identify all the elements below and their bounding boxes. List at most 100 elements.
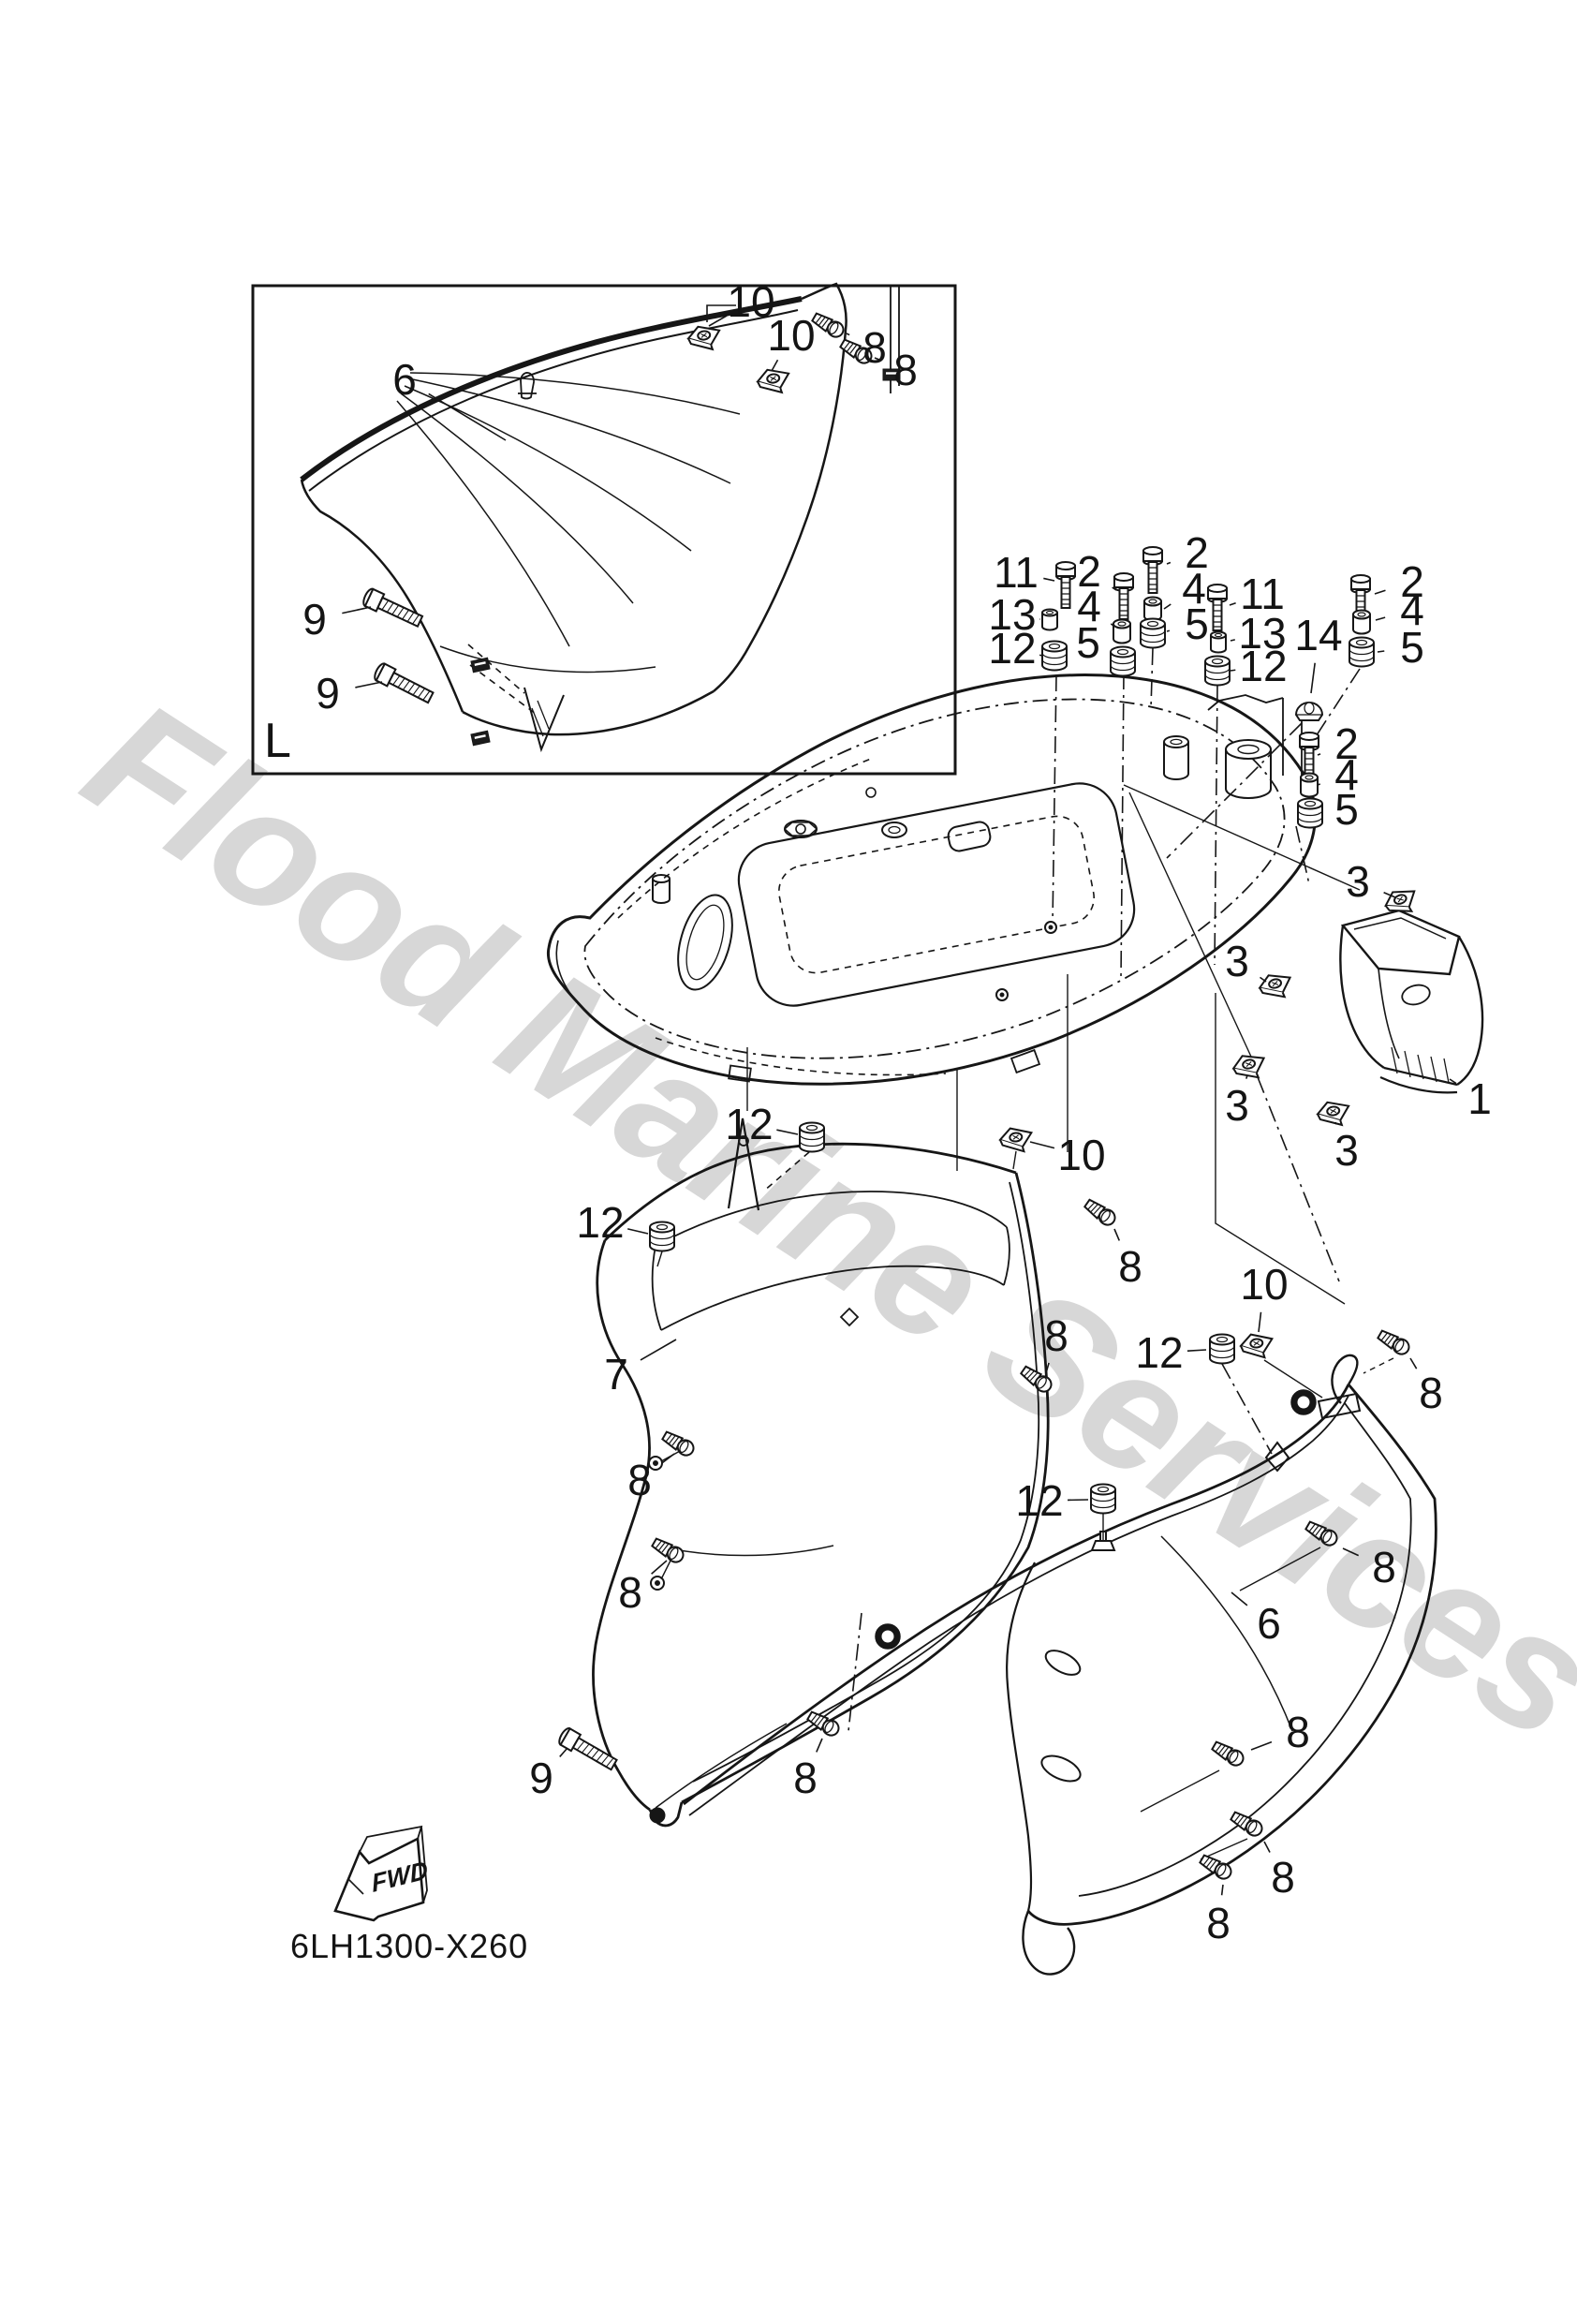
fwd-arrow-label: FWD [370,1855,429,1898]
clip-nut-icon [1256,970,1295,1003]
callout-label: 5 [1400,623,1424,672]
callout-leader [1449,1078,1457,1085]
bolt-icon [1207,584,1228,631]
callout-leader [1220,1884,1224,1896]
clip-nut-icon [1230,1050,1269,1084]
assembly-center-lines [1052,647,1361,980]
bolt-icon [1113,572,1134,620]
callout-label: 8 [1419,1369,1443,1417]
screw-icon [1082,1195,1119,1229]
callout-label: 10 [1057,1131,1105,1179]
callout-leader [1229,601,1236,606]
callout-leader [1375,616,1386,621]
callout-label: 4 [1400,585,1424,634]
callout-label: 10 [767,311,815,360]
collar-icon [1352,609,1371,635]
latch-icon [469,730,492,747]
collar-icon [1143,596,1162,622]
callout-label: 4 [1077,582,1101,630]
callout-leader [816,1738,823,1753]
projection-lines [656,974,1346,1541]
callout-leader [651,1560,668,1575]
inset-box [251,284,957,776]
callout-label: 3 [1346,857,1370,906]
callout-label: 12 [1135,1328,1183,1377]
callout-leader [1166,561,1172,565]
grommet-icon [1090,1483,1116,1515]
callout-label: 12 [988,624,1036,673]
screw-icon [804,1708,843,1739]
screw-icon [1228,1808,1266,1840]
callout-leader [1110,657,1113,659]
fwd-arrow [333,1825,428,1922]
callout-label: 13 [1238,609,1286,658]
callout-leader [342,606,372,614]
callout-label: 4 [1334,750,1359,799]
stud-icon [1044,921,1057,934]
sleeve-icon [1041,608,1058,631]
bracket-drawing [1123,784,1484,1282]
callout-leader [1231,1591,1248,1606]
callout-label: 8 [793,1754,818,1802]
cap-grommet-icon [1295,702,1323,721]
callout-leader [1409,1357,1418,1369]
callout-leader [1043,577,1055,582]
callout-label: 1 [1467,1074,1492,1123]
callout-label: 8 [1271,1853,1295,1902]
callout-leader [776,1129,799,1135]
callout-leader [627,1228,649,1235]
callout-label: 3 [1225,1081,1249,1130]
callout-label: 8 [862,323,887,372]
callout-label: 12 [725,1100,773,1148]
callout-leader [846,333,850,336]
callout-leader [1110,623,1114,627]
inset-corner-label: L [264,714,291,768]
callout-label: 5 [1334,785,1359,834]
callout-leader [1342,1547,1360,1557]
callout-leader [661,1453,675,1464]
callout-leader [1112,586,1117,591]
grommet-icon [649,1221,675,1252]
callout-leader [355,681,383,688]
callout-leader [1045,1362,1050,1374]
callout-leader [1374,589,1386,595]
callout-label: 5 [1185,600,1209,648]
callout-label: 9 [316,669,340,718]
callout-label: 13 [988,590,1036,639]
callout-leader [1250,1740,1273,1751]
callout-label: 8 [1118,1242,1142,1291]
callout-label: 14 [1294,611,1342,659]
callout-leader [1260,976,1267,983]
callout-label: 12 [1015,1476,1063,1525]
callout-leader [559,1747,568,1757]
callout-label: 12 [1239,642,1287,690]
clip-nut-icon [997,1125,1035,1155]
grommet-icon [1110,645,1136,677]
callout-leader [428,392,507,441]
callout-label: 8 [893,346,918,394]
grommet-icon [1204,655,1231,687]
callout-label: 3 [1334,1126,1359,1175]
callout-leader [1317,783,1320,786]
callout-leader [1263,1841,1271,1853]
callout-leader [1377,650,1385,653]
callout-label: 7 [604,1350,628,1399]
callout-leader [874,357,880,361]
callout-label: 5 [1076,618,1100,667]
callout-label: 2 [1077,547,1101,596]
callout-leader [1029,1141,1055,1149]
callout-leader [1245,1074,1248,1079]
clip-nut-icon [685,322,723,354]
callout-label: 4 [1182,564,1206,613]
callout-leader [1258,1311,1262,1333]
rubber-mount-icon [876,1624,900,1649]
callout-label: 8 [1286,1708,1310,1756]
callout-label: 12 [576,1198,624,1247]
screw-icon [649,1534,687,1566]
callout-leader [1163,603,1172,610]
side-cover-left-drawing [592,1118,1050,1828]
callout-label: 6 [392,355,417,404]
